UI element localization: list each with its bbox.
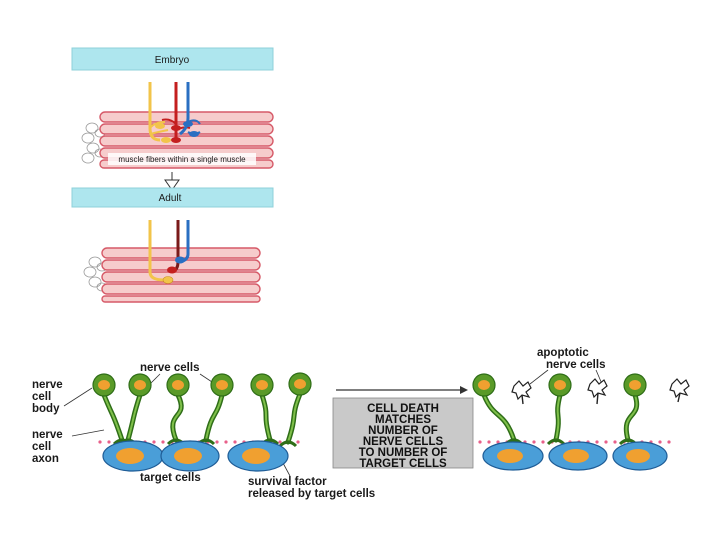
nerve-cell-axon-label-line1: nerve [32,429,63,441]
apoptotic-cell [511,380,532,405]
apoptotic-cells [511,378,690,405]
nerve-cell-body-label-line2: cell [32,391,51,403]
muscle-fibers-label: muscle fibers within a single muscle [118,155,246,164]
embryo-nmj [155,121,199,143]
cell-death-line3: NUMBER OF [368,425,438,437]
embryo-label: Embryo [155,55,190,66]
nerve-cell [618,373,647,446]
nerve-cell [278,372,312,448]
apoptotic-label-line1: apoptotic [537,347,589,359]
nerve-cells-label: nerve cells [140,362,199,374]
target-cells-before [102,440,289,472]
nerve-cell-body-label-line1: nerve [32,379,63,391]
apoptotic-cell [587,378,608,405]
embryo-band [71,47,274,71]
cell-death-line1: CELL DEATH [367,403,439,415]
apoptotic-cell [669,378,690,403]
target-cell [160,440,220,472]
neurotrophic-panel: nerve cells nerve cell body nerve cell a… [32,347,690,500]
apoptotic-label-line2: nerve cells [546,359,605,371]
survival-factor-label-line1: survival factor [248,476,327,488]
target-cell [612,441,668,471]
nerve-cell [196,373,234,446]
cell-death-line2: MATCHES [375,414,431,426]
cell-death-line4: NERVE CELLS [363,436,444,448]
adult-band [71,187,274,208]
nerve-cells-before [92,372,312,448]
adult-nmj [162,256,185,284]
target-cells-label: target cells [140,472,201,484]
cell-death-line5: TO NUMBER OF [359,447,448,459]
development-arrow [164,172,180,191]
nerve-cell [166,373,190,446]
target-cell [227,440,289,472]
nerve-cells-after [472,373,647,446]
embryo-panel: Embryo [71,47,274,303]
nerve-cell [546,373,572,446]
nerve-cell [250,373,280,446]
adult-label: Adult [159,193,182,204]
nerve-cell [472,373,524,446]
target-cell [548,441,608,471]
adult-muscle-fibers [101,247,261,303]
nerve-cell [92,373,132,446]
nerve-cell [118,373,152,446]
cell-death-box: CELL DEATH MATCHES NUMBER OF NERVE CELLS… [332,386,474,470]
target-cells-after [482,441,668,471]
cell-death-line6: TARGET CELLS [359,458,447,470]
nerve-cell-axon-label-line2: cell [32,441,51,453]
survival-factor-label-line2: released by target cells [248,488,375,500]
nerve-cell-body-label-line3: body [32,403,60,415]
nerve-cell-axon-label-line3: axon [32,453,59,465]
target-cell [102,440,164,472]
target-cell [482,441,544,471]
